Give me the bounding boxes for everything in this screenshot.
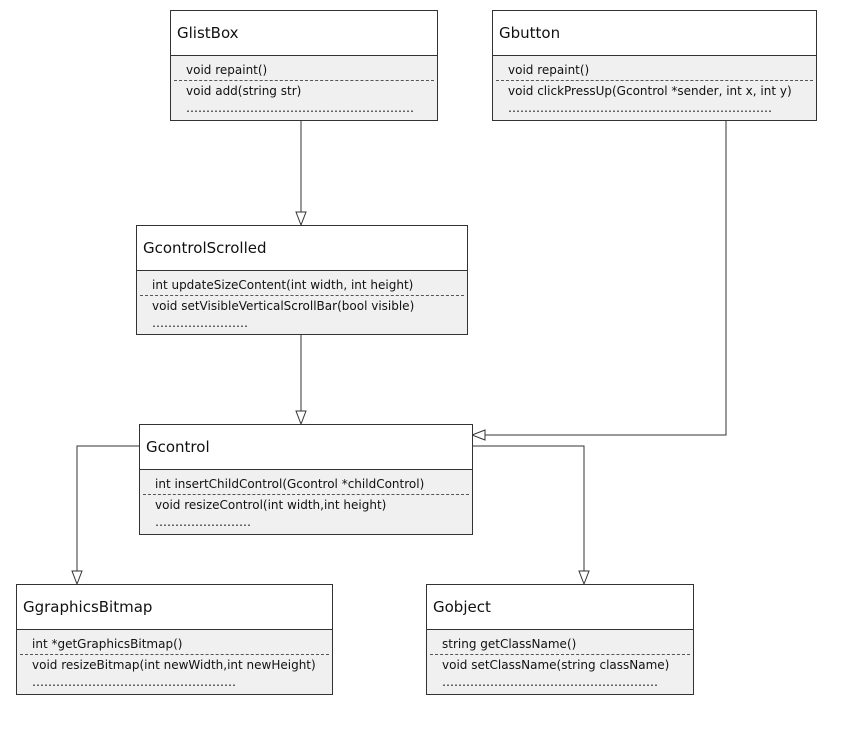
class-methods-glistbox: void repaint() void add(string str) …………… — [171, 56, 437, 120]
class-box-gcontrolscrolled: GcontrolScrolled int updateSizeContent(i… — [136, 225, 468, 335]
connector-gbutton-to-gcontrol — [485, 119, 727, 436]
class-name-gcontrolscrolled: GcontrolScrolled — [137, 226, 467, 271]
class-name-ggraphicsbitmap: GgraphicsBitmap — [17, 585, 332, 630]
class-methods-gbutton: void repaint() void clickPressUp(Gcontro… — [493, 56, 816, 120]
class-name-gbutton: Gbutton — [493, 11, 816, 56]
method-row: void resizeControl(int width,int height) — [155, 498, 387, 512]
arrowhead-gbutton-to-gcontrol — [470, 429, 486, 441]
arrowhead-gcontrol-to-gobject — [578, 570, 590, 586]
method-row: void repaint() — [174, 60, 434, 81]
class-methods-gcontrolscrolled: int updateSizeContent(int width, int hei… — [137, 271, 467, 334]
class-box-glistbox: GlistBox void repaint() void add(string … — [170, 10, 438, 121]
method-row: void clickPressUp(Gcontrol *sender, int … — [508, 84, 792, 98]
method-row: void resizeBitmap(int newWidth,int newHe… — [32, 658, 316, 672]
arrowhead-glistbox-to-gcontrolscrolled — [295, 211, 307, 227]
connector-gcontrol-to-gobject — [472, 445, 585, 571]
method-row: int updateSizeContent(int width, int hei… — [140, 275, 464, 296]
class-box-ggraphicsbitmap: GgraphicsBitmap int *getGraphicsBitmap()… — [16, 584, 333, 695]
method-row: void setClassName(string className) — [442, 658, 670, 672]
arrowhead-gcontrolscrolled-to-gcontrol — [295, 410, 307, 426]
method-ellipsis: …………………… — [152, 316, 248, 330]
method-ellipsis: …………………………………………… — [32, 675, 236, 689]
class-name-gobject: Gobject — [427, 585, 693, 630]
class-name-glistbox: GlistBox — [171, 11, 437, 56]
class-box-gbutton: Gbutton void repaint() void clickPressUp… — [492, 10, 817, 121]
class-box-gobject: Gobject string getClassName() void setCl… — [426, 584, 694, 695]
connector-gcontrol-to-ggraphicsbitmap — [76, 445, 139, 571]
class-methods-ggraphicsbitmap: int *getGraphicsBitmap() void resizeBitm… — [17, 630, 332, 694]
method-ellipsis: ……………………………………………… — [442, 675, 658, 689]
class-name-gcontrol: Gcontrol — [140, 425, 472, 470]
method-ellipsis: ………………………………………………… — [186, 101, 414, 115]
class-box-gcontrol: Gcontrol int insertChildControl(Gcontrol… — [139, 424, 473, 535]
arrowhead-gcontrol-to-ggraphicsbitmap — [71, 570, 83, 586]
method-row: int insertChildControl(Gcontrol *childCo… — [143, 474, 469, 495]
method-ellipsis: …………………… — [155, 515, 251, 529]
class-methods-gobject: string getClassName() void setClassName(… — [427, 630, 693, 694]
method-row: void setVisibleVerticalScrollBar(bool vi… — [152, 299, 415, 313]
method-ellipsis: ………………………………………………………… — [508, 101, 772, 115]
method-row: string getClassName() — [430, 634, 690, 655]
method-row: void repaint() — [496, 60, 813, 81]
method-row: void add(string str) — [186, 84, 302, 98]
class-methods-gcontrol: int insertChildControl(Gcontrol *childCo… — [140, 470, 472, 534]
method-row: int *getGraphicsBitmap() — [20, 634, 329, 655]
